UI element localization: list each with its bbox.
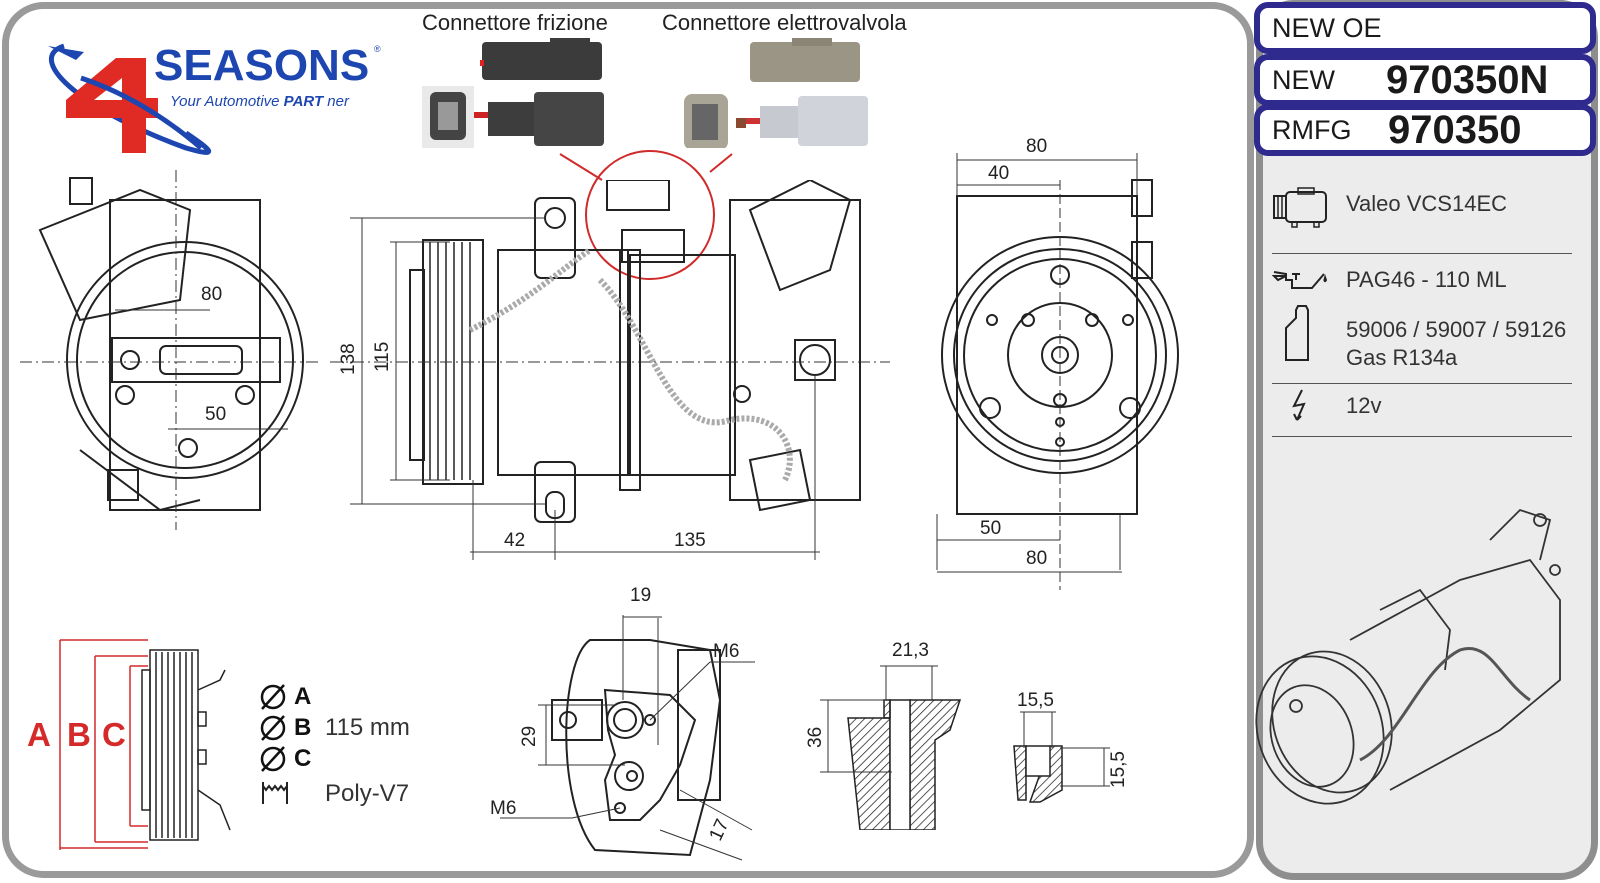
pulley-label-b: B — [67, 716, 91, 753]
new-code-box: NEW 970350N — [1254, 54, 1596, 106]
belt-type: Poly-V7 — [325, 780, 410, 807]
new-oe-code-box: NEW OE — [1254, 2, 1596, 54]
dim-label: 115 — [372, 342, 393, 372]
oil-spec-text: PAG46 - 110 ML — [1346, 267, 1507, 292]
valve-connector-plug — [750, 38, 860, 82]
registered-mark: ® — [374, 44, 381, 54]
dim-label: 21,3 — [892, 640, 929, 661]
pulley-drawing: A B C — [27, 639, 231, 850]
spec-divider — [1272, 383, 1572, 384]
pulley-label-c: C — [102, 716, 126, 753]
gas-type-text: Gas R134a — [1346, 345, 1458, 370]
diameter-icon — [260, 684, 286, 710]
dim-label: 19 — [630, 585, 651, 606]
brand-name: SEASONS — [154, 41, 369, 90]
clutch-connector-socket — [422, 86, 604, 148]
dim-label: 135 — [674, 530, 706, 551]
rmfg-label: RMFG — [1272, 115, 1352, 145]
valve-connector-photos — [684, 38, 868, 148]
valve-connector-title: Connettore elettrovalvola — [662, 10, 907, 35]
valve-connector-socket — [684, 94, 868, 148]
gas-codes-text: 59006 / 59007 / 59126 — [1346, 317, 1567, 342]
port-large-section: 21,3 36 — [805, 640, 962, 830]
diameter-c-row: C — [258, 744, 311, 774]
rear-view-drawing: 80 50 — [20, 170, 320, 530]
spec-compressor-model: Valeo VCS14EC — [1270, 186, 1570, 228]
compressor-model-text: Valeo VCS14EC — [1346, 191, 1508, 216]
spec-divider — [1272, 436, 1572, 437]
spec-divider — [1272, 253, 1572, 254]
side-view-connectors — [606, 180, 685, 263]
dim-label: 29 — [519, 726, 540, 747]
dim-label: 36 — [805, 727, 826, 748]
new-oe-label: NEW OE — [1272, 13, 1382, 43]
compressor-icon — [1273, 187, 1327, 228]
dim-label: 42 — [504, 530, 525, 551]
pulley-label-a: A — [27, 716, 51, 753]
dim-label: M6 — [490, 798, 516, 819]
diameter-a-label: A — [294, 683, 312, 710]
rmfg-part-number[interactable]: 970350 — [1388, 108, 1522, 152]
dim-label: 50 — [205, 404, 226, 425]
dim-label: 80 — [1026, 136, 1047, 157]
dim-label: 138 — [338, 343, 359, 375]
new-part-number[interactable]: 970350N — [1386, 58, 1549, 102]
dim-label: M6 — [713, 641, 739, 662]
diameter-b-value: 115 mm — [325, 714, 410, 741]
diameter-icon — [260, 746, 286, 772]
clutch-connector-plug — [480, 38, 602, 80]
brand-logo: SEASONS ® Your Automotive PART ner — [48, 41, 381, 155]
dim-label: 80 — [1026, 548, 1047, 569]
dim-label: 80 — [201, 284, 222, 305]
poly-v-belt-icon — [262, 782, 288, 804]
gas-bottle-icon — [1285, 305, 1309, 361]
diameter-b-row: B — [258, 713, 311, 743]
connector-callout — [559, 150, 733, 280]
voltage-icon — [1292, 389, 1306, 421]
compressor-isometric-drawing — [1255, 508, 1561, 805]
dim-label: 15,5 — [1108, 751, 1129, 788]
brand-tagline: Your Automotive PART ner — [170, 93, 350, 110]
new-label: NEW — [1272, 65, 1335, 95]
rmfg-code-box: RMFG 970350 — [1254, 104, 1596, 156]
port-small-section: 15,5 15,5 — [1013, 690, 1129, 803]
clutch-connector-photos — [422, 38, 604, 148]
dim-label: 50 — [980, 518, 1001, 539]
spec-gas: 59006 / 59007 / 59126 Gas R134a — [1270, 304, 1570, 372]
diameter-c-label: C — [294, 745, 312, 772]
spec-voltage: 12v — [1270, 388, 1570, 424]
dim-label: 17 — [705, 816, 733, 844]
diameter-icon — [260, 715, 286, 741]
manifold-drawing: 19 M6 29 M6 17 — [490, 585, 755, 861]
diameter-a-row: A — [258, 682, 311, 712]
side-view-drawing: 138 115 42 135 — [330, 180, 890, 560]
voltage-text: 12v — [1346, 393, 1382, 418]
diameter-b-label: B — [294, 714, 312, 741]
front-view-drawing: 80 40 50 80 — [936, 136, 1179, 590]
dim-label: 40 — [988, 163, 1009, 184]
spec-oil: PAG46 - 110 ML — [1270, 266, 1570, 294]
dim-label: 15,5 — [1017, 690, 1054, 711]
clutch-connector-title: Connettore frizione — [422, 10, 608, 35]
oil-can-icon — [1272, 271, 1327, 289]
